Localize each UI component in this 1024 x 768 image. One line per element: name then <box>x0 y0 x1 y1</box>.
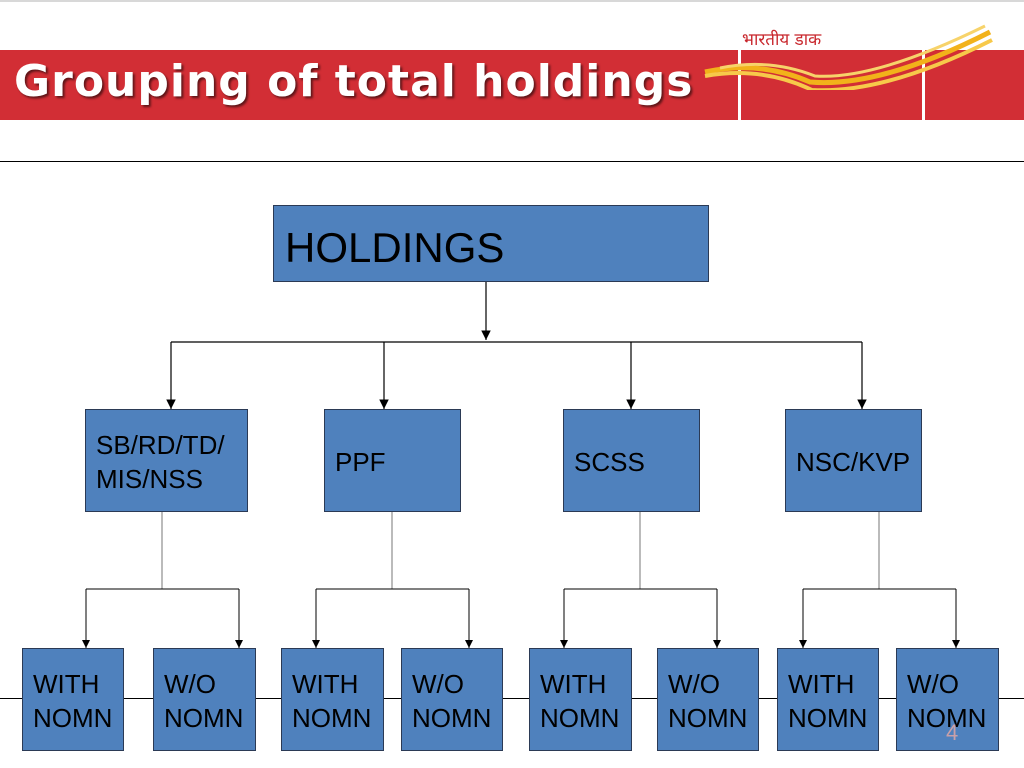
leaf-label: W/O NOMN <box>668 669 748 733</box>
leaf-label: WITH NOMN <box>33 669 113 733</box>
leaf-label: WITH NOMN <box>540 669 620 733</box>
logo-text: भारतीय डाक <box>742 30 822 50</box>
category-box-scss: SCSS <box>563 409 700 512</box>
category-label: PPF <box>335 447 386 477</box>
leaf-box-with-nomn: WITH NOMN <box>22 648 124 751</box>
footer-rule <box>0 698 1024 699</box>
leaf-box-without-nomn: W/O NOMN <box>401 648 503 751</box>
category-box-nsc-kvp: NSC/KVP <box>785 409 922 512</box>
leaf-label: W/O NOMN <box>412 669 492 733</box>
header-rule <box>0 161 1024 162</box>
page-number: 4 <box>946 720 959 745</box>
category-label: SB/RD/TD/ MIS/NSS <box>96 430 225 494</box>
leaf-label: WITH NOMN <box>788 669 868 733</box>
leaf-box-without-nomn: W/O NOMN <box>657 648 759 751</box>
category-label: SCSS <box>574 447 645 477</box>
leaf-label: W/O NOMN <box>164 669 244 733</box>
leaf-box-with-nomn: WITH NOMN <box>281 648 384 751</box>
leaf-box-with-nomn: WITH NOMN <box>777 648 879 751</box>
title-banner: Grouping of total holdings <box>0 50 1024 120</box>
category-label: NSC/KVP <box>796 447 911 477</box>
leaf-box-without-nomn: W/O NOMN <box>153 648 256 751</box>
holdings-root-box: HOLDINGS <box>273 205 709 282</box>
india-post-logo-icon <box>704 24 993 90</box>
top-border <box>0 0 1024 2</box>
slide-title: Grouping of total holdings <box>14 56 694 107</box>
banner-divider-left <box>738 50 741 120</box>
leaf-label: WITH NOMN <box>292 669 372 733</box>
category-box-ppf: PPF <box>324 409 461 512</box>
leaf-box-with-nomn: WITH NOMN <box>529 648 632 751</box>
leaf-label: W/O NOMN <box>907 669 987 733</box>
category-box-sb-rd-td: SB/RD/TD/ MIS/NSS <box>85 409 248 512</box>
holdings-label: HOLDINGS <box>285 224 505 271</box>
banner-divider-right <box>922 50 925 120</box>
leaf-box-without-nomn: W/O NOMN <box>896 648 999 751</box>
